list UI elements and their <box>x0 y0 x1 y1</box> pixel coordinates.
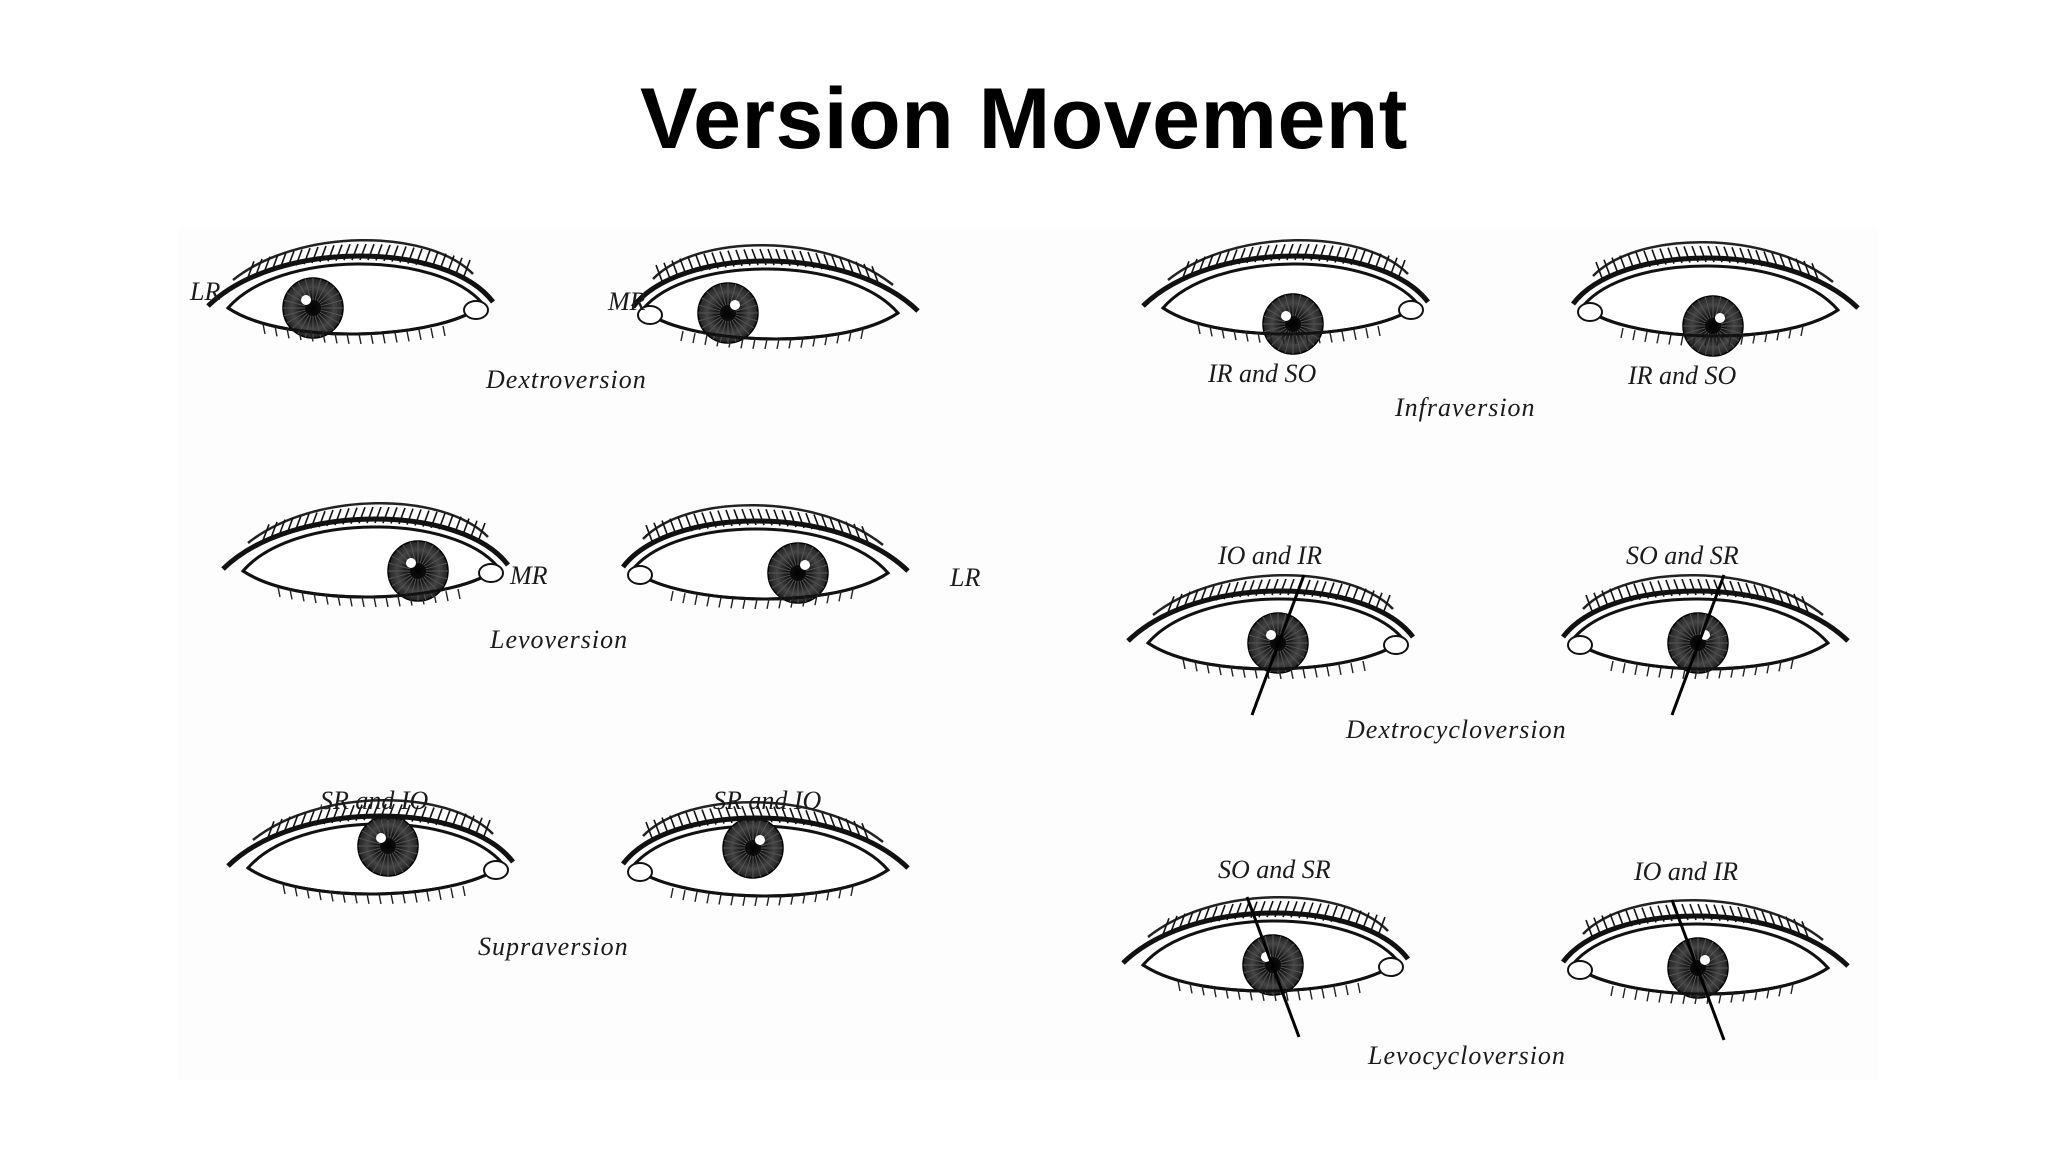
levocycloversion-right-label: IO and IR <box>1633 857 1738 886</box>
levoversion-caption: Levoversion <box>489 625 628 654</box>
eye-levoversion-left <box>221 501 510 608</box>
levoversion-right-label: LR <box>949 563 980 592</box>
panel-levoversion: MR LR Levoversion <box>221 501 980 654</box>
eye-levocycloversion-left <box>1121 895 1410 1038</box>
eye-diagram-canvas: LR MR Dextroversion MR LR Levoversion SR… <box>189 238 1860 1070</box>
slide-title: Version Movement <box>640 71 1408 167</box>
panel-infraversion: IR and SO IR and SO Infraversion <box>1141 238 1860 422</box>
eye-levocycloversion-right <box>1561 898 1850 1041</box>
infraversion-left-label: IR and SO <box>1207 359 1317 388</box>
eye-levoversion-right <box>621 503 910 610</box>
panel-supraversion: SR and IO SR and IO Supraversion <box>226 786 910 961</box>
eye-infraversion-left <box>1141 238 1430 355</box>
levocycloversion-caption: Levocycloversion <box>1367 1041 1566 1070</box>
dextrocycloversion-right-label: SO and SR <box>1626 541 1739 570</box>
levoversion-left-label: MR <box>509 561 548 590</box>
eye-supraversion-left <box>226 798 515 905</box>
supraversion-left-label: SR and IO <box>320 786 429 815</box>
supraversion-right-label: SR and IO <box>713 786 822 815</box>
dextrocycloversion-left-label: IO and IR <box>1217 541 1322 570</box>
eye-infraversion-right <box>1571 240 1860 357</box>
panel-dextrocycloversion: IO and IR SO and SR Dextrocycloversion <box>1126 541 1850 744</box>
version-movement-figure: LR MR Dextroversion MR LR Levoversion SR… <box>178 228 1878 1080</box>
infraversion-caption: Infraversion <box>1394 393 1536 422</box>
eye-dextroversion-right <box>631 243 920 350</box>
eye-supraversion-right <box>621 800 910 907</box>
eye-dextrocycloversion-right <box>1561 573 1850 716</box>
levocycloversion-left-label: SO and SR <box>1218 855 1331 884</box>
panel-dextroversion: LR MR Dextroversion <box>189 238 920 394</box>
eye-dextroversion-left <box>206 238 495 345</box>
panel-levocycloversion: SO and SR IO and IR Levocycloversion <box>1121 855 1850 1070</box>
dextrocycloversion-caption: Dextrocycloversion <box>1345 715 1567 744</box>
eye-dextrocycloversion-left <box>1126 573 1415 716</box>
supraversion-caption: Supraversion <box>478 932 629 961</box>
infraversion-right-label: IR and SO <box>1627 361 1737 390</box>
dextroversion-caption: Dextroversion <box>485 365 647 394</box>
dextroversion-left-label: LR <box>189 277 220 306</box>
dextroversion-right-label: MR <box>607 287 646 316</box>
